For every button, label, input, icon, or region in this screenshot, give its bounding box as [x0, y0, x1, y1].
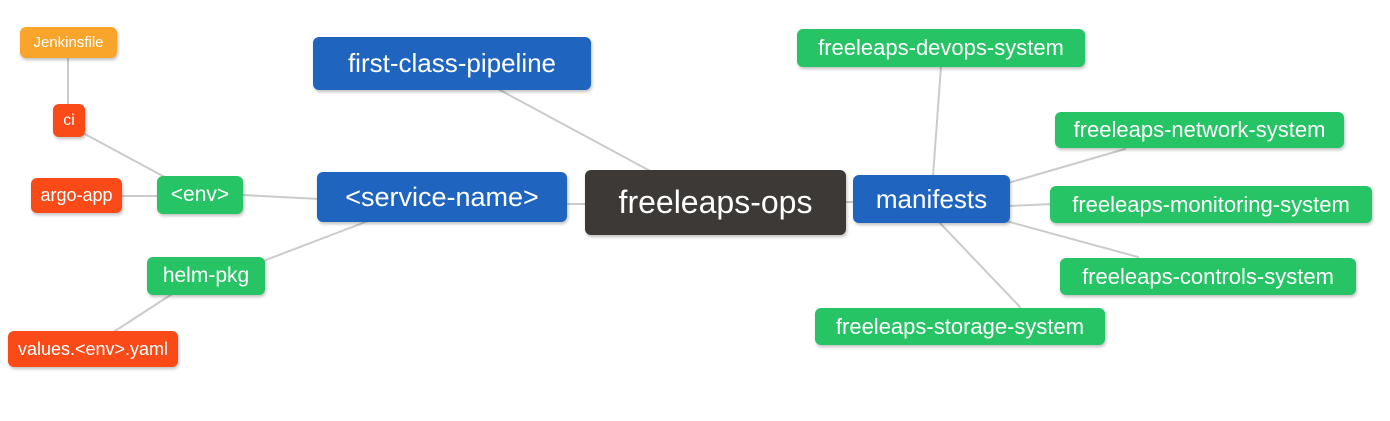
edge-manifests-monitoring-system [1007, 203, 1054, 207]
node-freeleaps-ops-root[interactable]: freeleaps-ops [585, 170, 846, 235]
node-freeleaps-storage-system[interactable]: freeleaps-storage-system [815, 308, 1105, 345]
edge-pipeline-freeleaps-ops [497, 88, 653, 173]
node-freeleaps-monitoring-system[interactable]: freeleaps-monitoring-system [1050, 186, 1372, 223]
node-freeleaps-controls-system[interactable]: freeleaps-controls-system [1060, 258, 1356, 295]
node-freeleaps-devops-system[interactable]: freeleaps-devops-system [797, 29, 1085, 67]
edge-helm-pkg-values [111, 293, 173, 334]
node-env[interactable]: <env> [157, 176, 243, 214]
node-manifests[interactable]: manifests [853, 175, 1010, 223]
node-service-name[interactable]: <service-name> [317, 172, 567, 222]
node-helm-pkg[interactable]: helm-pkg [147, 257, 265, 295]
edge-ci-env [82, 132, 173, 182]
node-ci[interactable]: ci [53, 104, 85, 137]
edge-manifests-network-system [1007, 148, 1126, 184]
edge-service-name-helm-pkg [257, 220, 369, 264]
edge-manifests-controls-system [1005, 220, 1139, 258]
node-values-env-yaml[interactable]: values.<env>.yaml [8, 331, 178, 367]
edge-env-service-name [241, 194, 321, 200]
node-jenkinsfile[interactable]: Jenkinsfile [20, 27, 117, 58]
node-first-class-pipeline[interactable]: first-class-pipeline [313, 37, 591, 90]
edge-manifests-devops-system [932, 65, 942, 177]
edge-manifests-storage-system [937, 220, 1021, 308]
node-freeleaps-network-system[interactable]: freeleaps-network-system [1055, 112, 1344, 148]
node-argo-app[interactable]: argo-app [31, 178, 122, 213]
